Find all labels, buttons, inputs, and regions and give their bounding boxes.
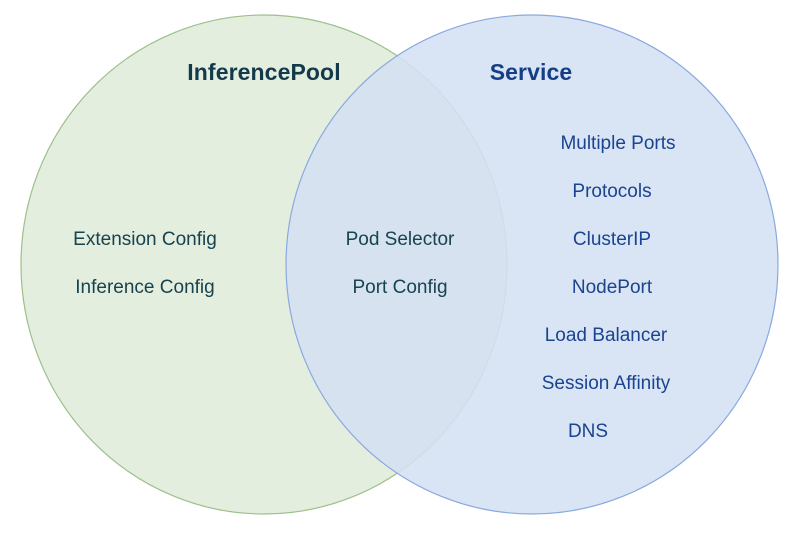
right-set-ellipse xyxy=(285,14,779,515)
